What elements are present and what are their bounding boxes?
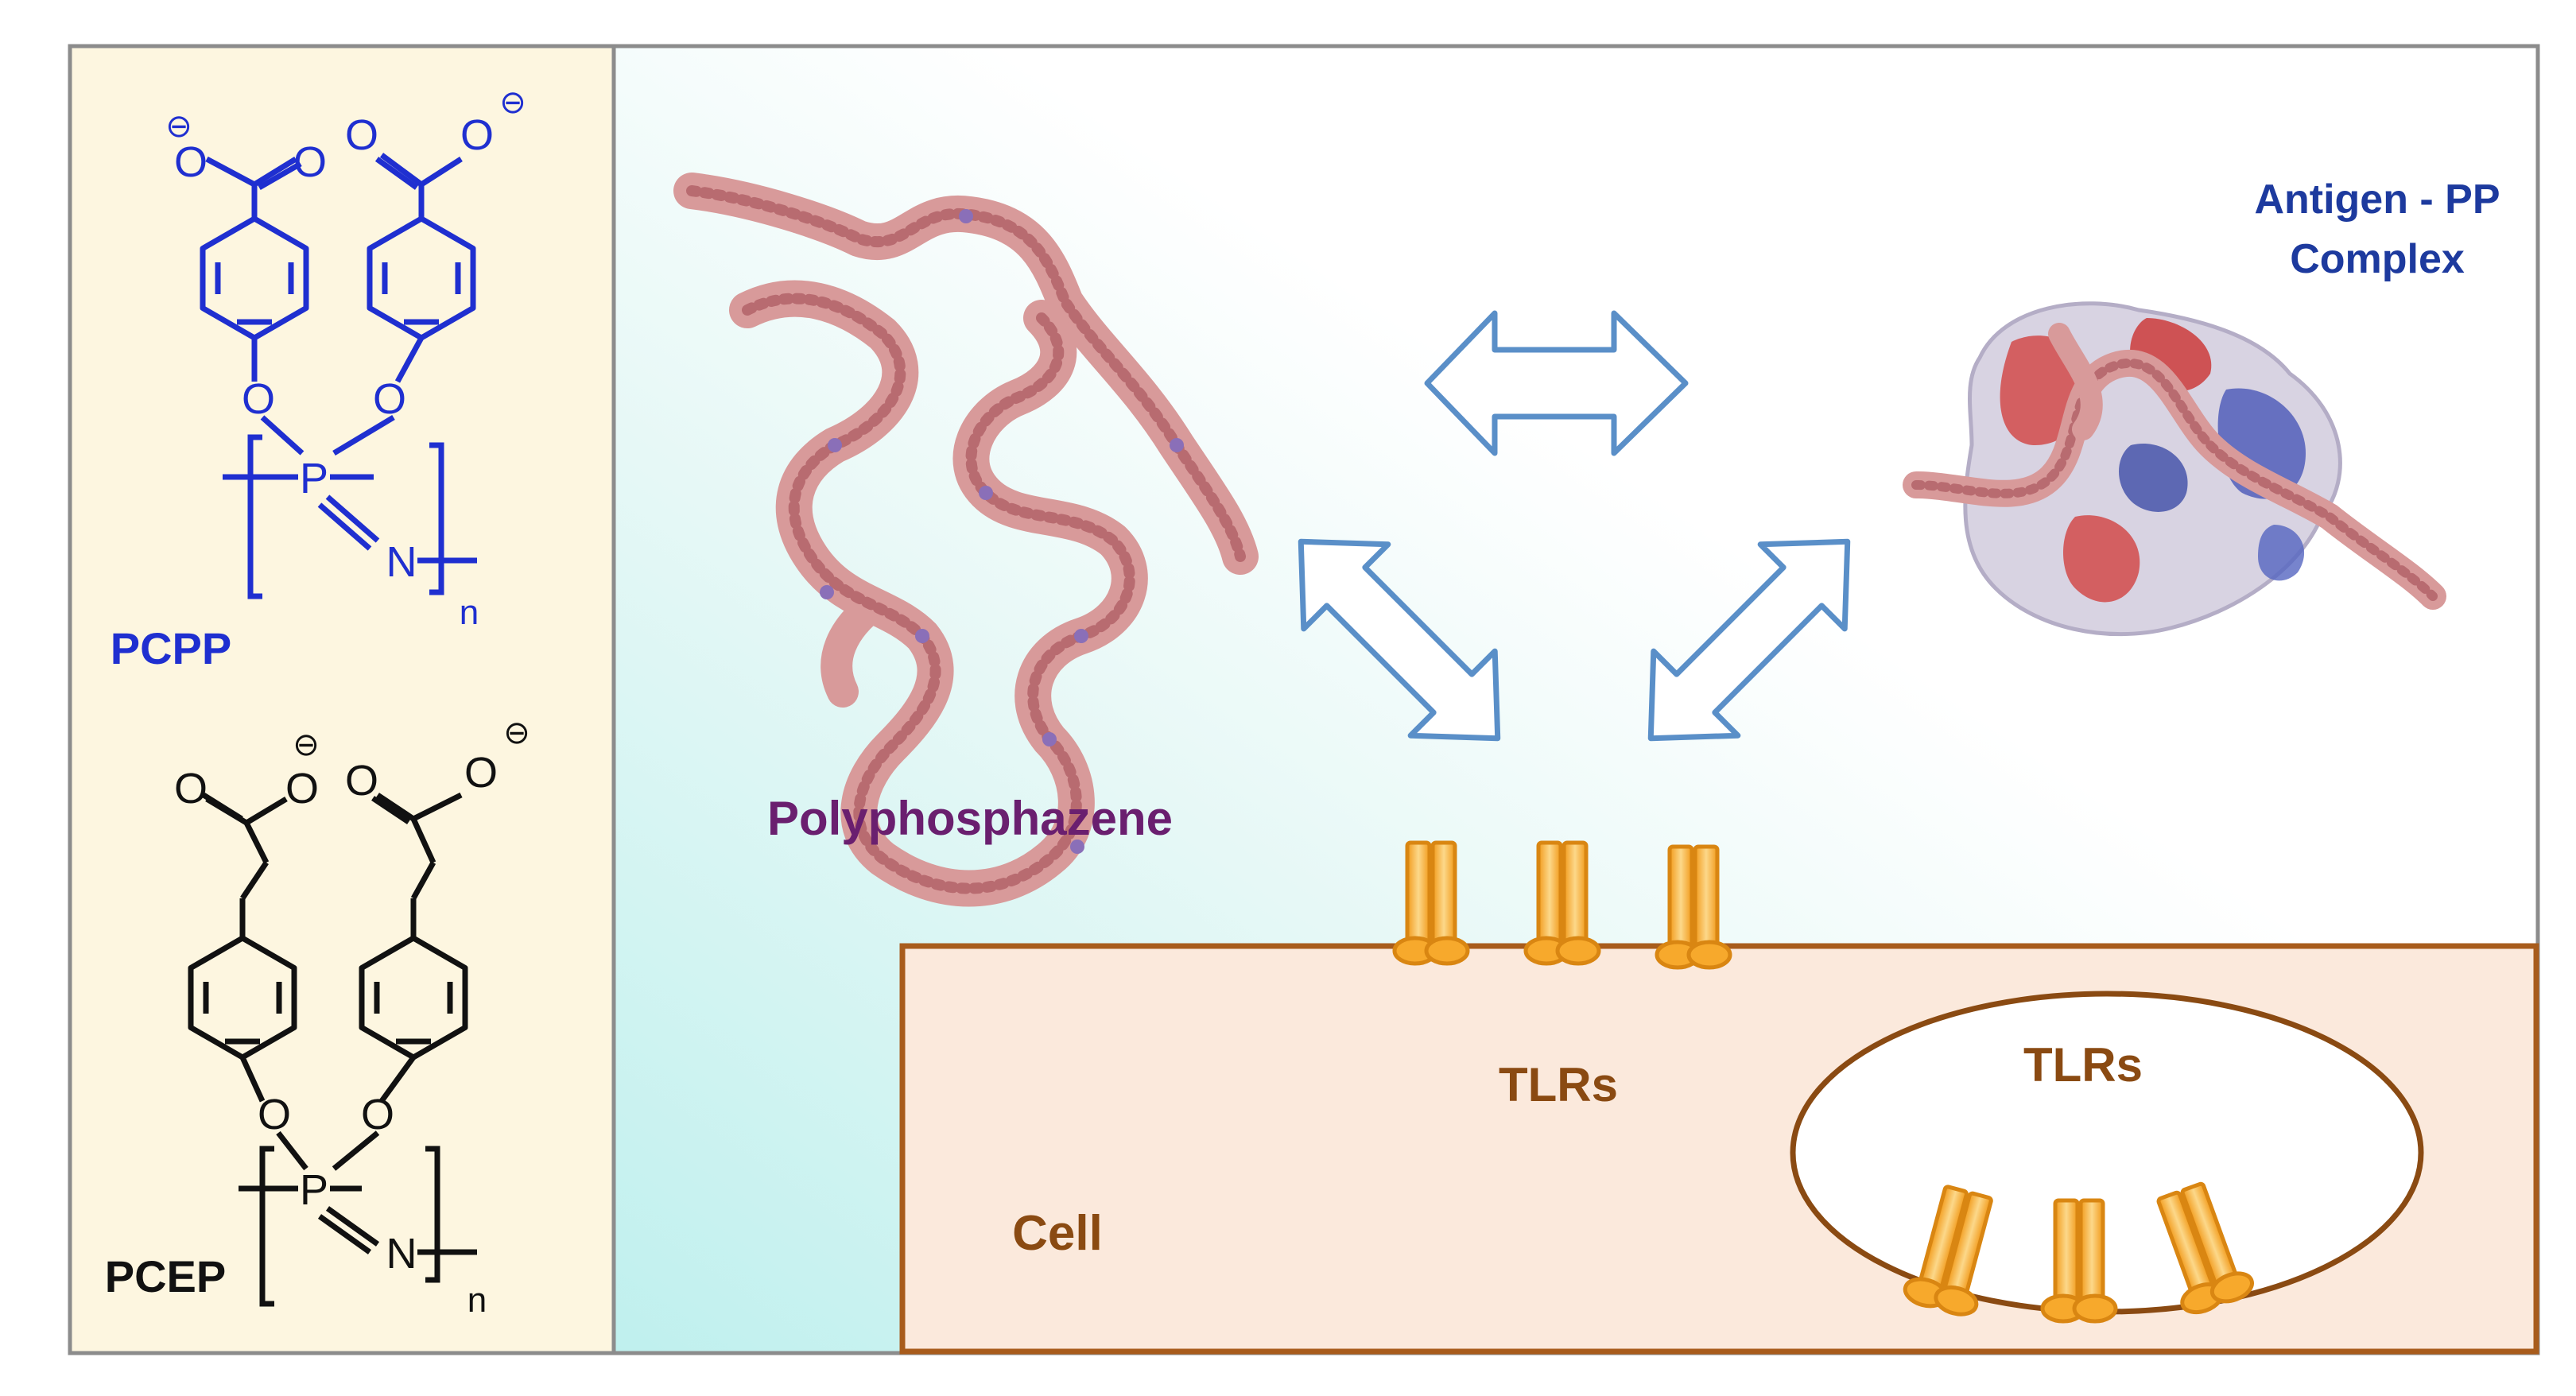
pcep-structure [191,792,477,1307]
pcep-o3: O [345,757,378,805]
polyphosphazene-label: Polyphosphazene [767,792,1173,845]
tlr-receptor-surface-2 [1526,843,1599,964]
pcpp-atom-labels: O O O O ⊖ ⊖ O O P N n [165,85,526,632]
pcep-o2: O [285,765,319,812]
pcep-o1: O [174,765,208,812]
pcep-charge2: ⊖ [503,715,530,750]
pcep-o4: O [464,749,498,797]
tlrs-endosome-label: TLRs [2023,1038,2143,1092]
pcpp-n: N [386,538,417,586]
pcpp-charge2: ⊖ [499,85,526,120]
pcep-p: P [300,1166,328,1214]
cell-label: Cell [1012,1206,1103,1261]
pcpp-o4: O [460,111,494,159]
pcpp-structure [203,153,477,599]
pcep-o6: O [361,1091,394,1138]
pcpp-charge1: ⊖ [165,109,192,144]
antigen-complex [1903,301,2446,637]
arrow-complex-cell [1647,538,1851,742]
pcep-label: PCEP [105,1251,227,1301]
pcpp-o1: O [174,138,208,186]
tlrs-surface-label: TLRs [1499,1058,1618,1111]
complex-label-line2: Complex [2290,236,2465,282]
pcpp-p: P [300,455,328,502]
arrow-polymer-complex [1424,310,1689,456]
polyphosphazene-chain [673,173,1259,907]
pcpp-o6: O [373,375,406,423]
pcep-n: N [386,1230,417,1278]
pcep-charge1: ⊖ [293,727,320,762]
tlr-receptor-surface-1 [1395,843,1468,964]
chemistry-panel [68,44,616,1355]
pcpp-label: PCPP [111,623,232,673]
pcep-o5: O [258,1091,291,1138]
arrow-polymer-cell [1298,538,1501,742]
pcpp-o2: O [293,138,327,186]
pcpp-o5: O [242,375,275,423]
pcpp-subscript: n [460,593,479,632]
complex-label-line1: Antigen - PP [2254,176,2500,223]
pcep-subscript: n [467,1281,487,1320]
pcep-atom-labels: O O O O ⊖ ⊖ O O P N n [174,715,530,1320]
pcpp-o3: O [345,111,378,159]
tlr-receptor-endosome-2 [2043,1200,2116,1321]
tlr-receptor-surface-3 [1657,847,1730,968]
